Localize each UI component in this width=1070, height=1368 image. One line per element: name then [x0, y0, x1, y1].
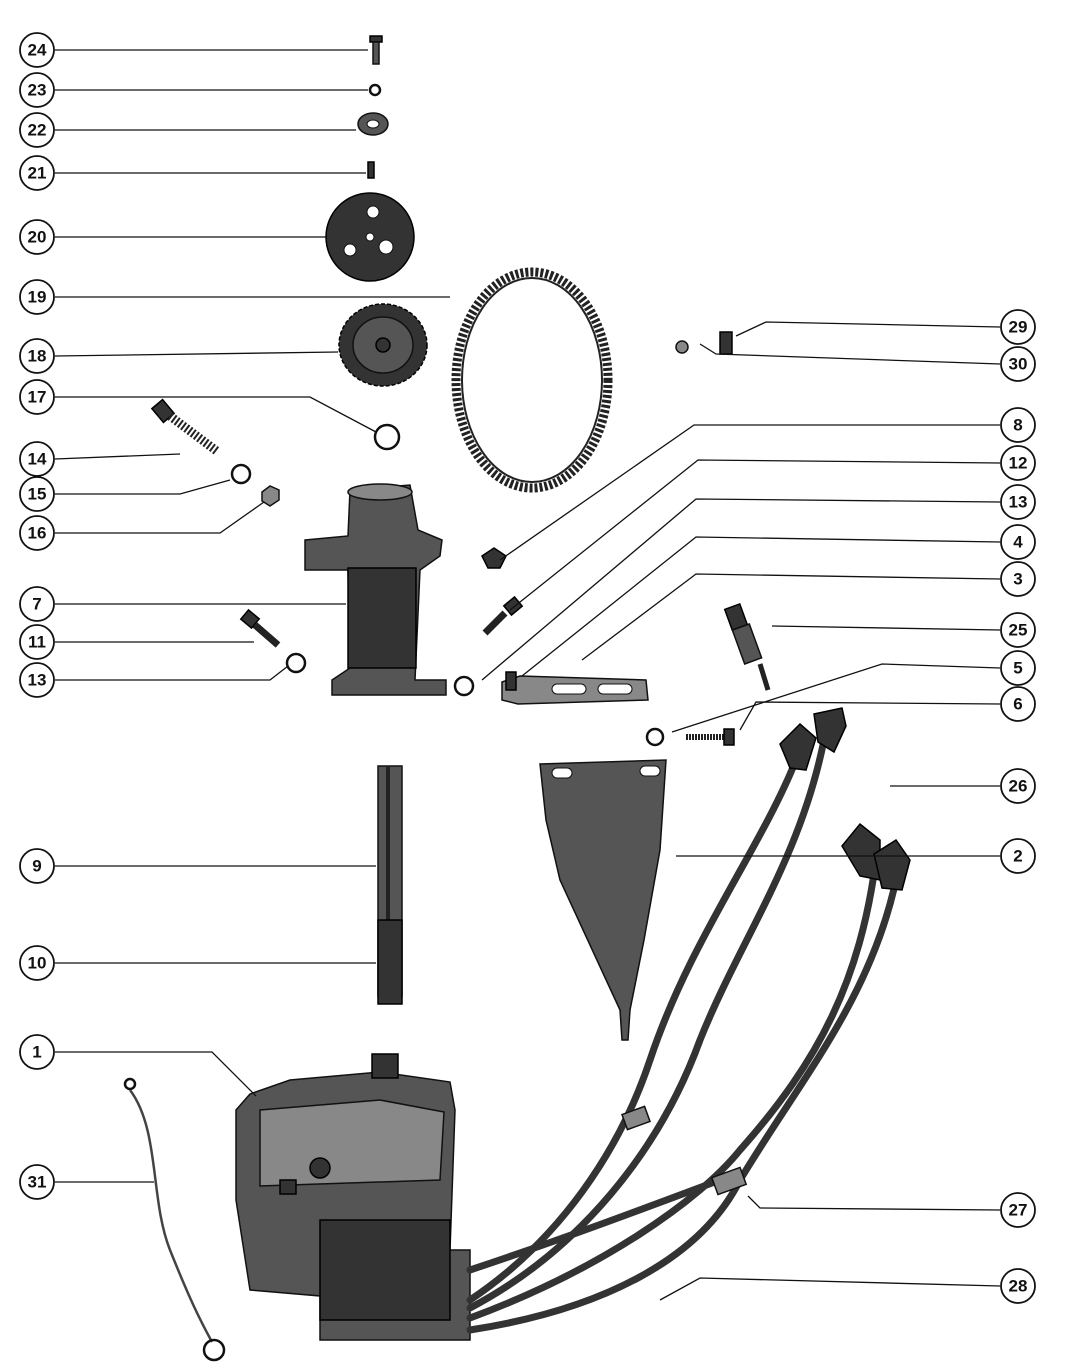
callout-19: 19	[19, 279, 55, 315]
callout-1: 1	[19, 1034, 55, 1070]
callout-18: 18	[19, 338, 55, 374]
part-13-washer-right	[453, 675, 475, 697]
callout-12: 12	[1000, 445, 1036, 481]
svg-text:15: 15	[28, 485, 47, 504]
svg-text:29: 29	[1009, 318, 1028, 337]
svg-text:10: 10	[28, 954, 47, 973]
svg-text:31: 31	[28, 1173, 47, 1192]
part-26-28-ignition-leads	[466, 707, 911, 1334]
svg-text:26: 26	[1009, 777, 1028, 796]
callout-6: 6	[1000, 686, 1036, 722]
part-18-pulley	[338, 303, 428, 387]
svg-text:19: 19	[28, 288, 47, 307]
part-22-bearing	[357, 112, 389, 136]
callout-22: 22	[19, 112, 55, 148]
svg-text:17: 17	[28, 388, 47, 407]
part-11-screw	[239, 608, 281, 648]
callout-23: 23	[19, 72, 55, 108]
callout-16: 16	[19, 515, 55, 551]
callout-24: 24	[19, 32, 55, 68]
svg-text:25: 25	[1009, 621, 1028, 640]
callout-21: 21	[19, 155, 55, 191]
callout-9: 9	[19, 848, 55, 884]
part-13-washer-left	[285, 652, 307, 674]
svg-text:13: 13	[28, 671, 47, 690]
leader-lines	[54, 49, 1001, 1301]
callout-25: 25	[1000, 612, 1036, 648]
svg-text:30: 30	[1009, 355, 1028, 374]
callout-31: 31	[19, 1164, 55, 1200]
svg-text:8: 8	[1013, 416, 1022, 435]
part-19-timing-belt	[451, 267, 613, 493]
callout-2: 2	[1000, 838, 1036, 874]
svg-text:13: 13	[1009, 493, 1028, 512]
svg-text:21: 21	[28, 164, 47, 183]
svg-text:4: 4	[1013, 533, 1023, 552]
svg-text:3: 3	[1013, 570, 1022, 589]
callout-14: 14	[19, 441, 55, 477]
svg-text:16: 16	[28, 524, 47, 543]
part-6-screw	[686, 728, 735, 746]
svg-text:9: 9	[32, 857, 41, 876]
part-7-housing	[304, 483, 447, 696]
svg-text:12: 12	[1009, 454, 1028, 473]
callout-30: 30	[1000, 346, 1036, 382]
part-23-washer	[368, 83, 382, 97]
callout-20: 20	[19, 219, 55, 255]
callout-4: 4	[1000, 524, 1036, 560]
callout-15: 15	[19, 476, 55, 512]
part-4-spacer	[505, 671, 517, 691]
part-12-screw	[482, 595, 524, 636]
part-16-nut	[261, 485, 280, 507]
callout-11: 11	[19, 624, 55, 660]
part-30-nut	[675, 340, 689, 354]
callout-26: 26	[1000, 768, 1036, 804]
part-2-cover	[539, 759, 667, 1041]
part-24-screw	[369, 35, 383, 65]
svg-text:28: 28	[1009, 1277, 1028, 1296]
svg-text:5: 5	[1013, 659, 1022, 678]
part-14-bolt	[150, 398, 221, 456]
svg-text:1: 1	[32, 1043, 41, 1062]
part-31-ground-wire	[123, 1077, 226, 1362]
part-5-washer	[645, 727, 665, 747]
callout-13-right: 13	[1000, 484, 1036, 520]
svg-text:6: 6	[1013, 695, 1022, 714]
part-29-clip	[719, 331, 733, 355]
part-21-pin	[367, 161, 375, 179]
part-17-ring	[373, 423, 401, 451]
callout-29: 29	[1000, 309, 1036, 345]
callout-10: 10	[19, 945, 55, 981]
svg-text:20: 20	[28, 228, 47, 247]
callout-28: 28	[1000, 1268, 1036, 1304]
part-15-washer	[230, 463, 252, 485]
svg-text:18: 18	[28, 347, 47, 366]
part-20-plate	[325, 192, 415, 282]
callout-27: 27	[1000, 1192, 1036, 1228]
callout-13-left: 13	[19, 662, 55, 698]
part-1-magneto	[235, 1053, 471, 1341]
svg-text:7: 7	[32, 595, 41, 614]
callout-5: 5	[1000, 650, 1036, 686]
callout-7: 7	[19, 586, 55, 622]
part-10-shaft-sleeve	[377, 919, 403, 1005]
part-3-bracket	[501, 675, 649, 705]
part-8-wing-nut	[481, 547, 507, 569]
svg-text:11: 11	[28, 633, 46, 652]
svg-text:2: 2	[1013, 847, 1022, 866]
callout-17: 17	[19, 379, 55, 415]
callout-3: 3	[1000, 561, 1036, 597]
svg-text:14: 14	[28, 450, 47, 469]
part-25-spark-plug	[723, 602, 771, 691]
svg-text:27: 27	[1009, 1201, 1028, 1220]
svg-text:22: 22	[28, 121, 47, 140]
svg-text:23: 23	[28, 81, 47, 100]
svg-text:24: 24	[28, 41, 47, 60]
callout-8: 8	[1000, 407, 1036, 443]
